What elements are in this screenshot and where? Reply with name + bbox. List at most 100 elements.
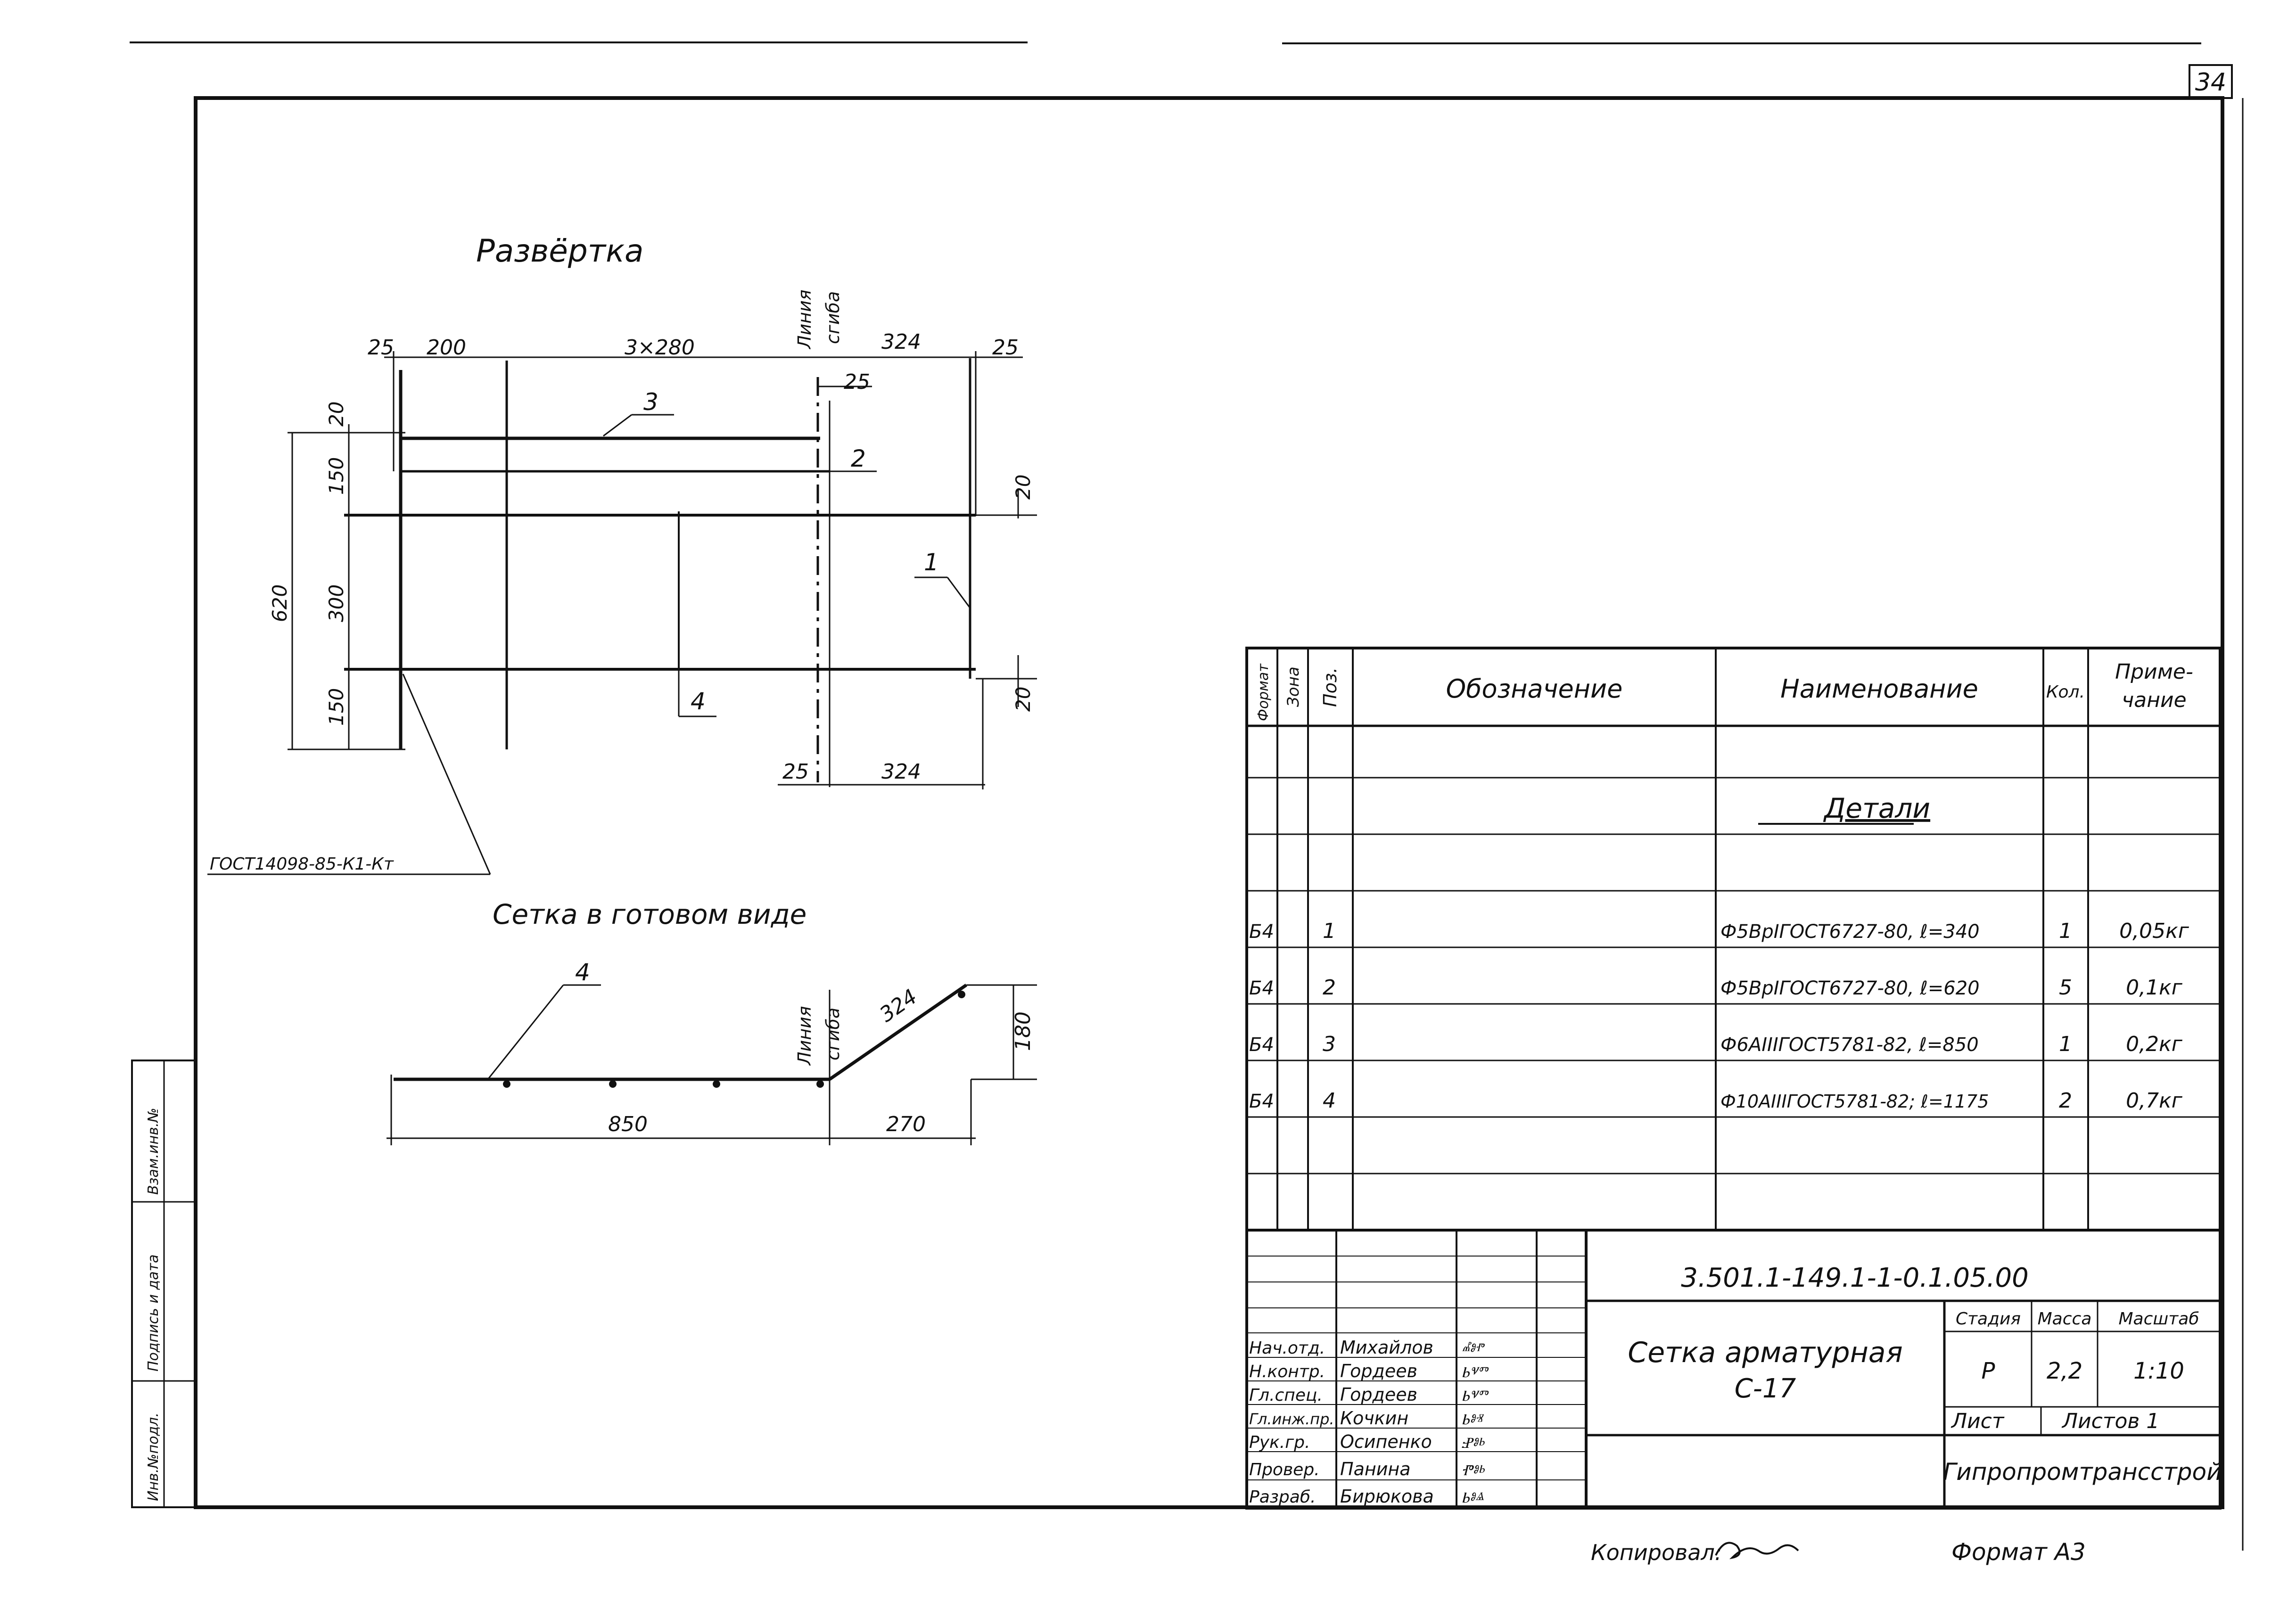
row-2-pos: 2 bbox=[1323, 976, 1336, 1000]
stage-label: Стадия bbox=[1956, 1309, 2021, 1329]
row-1-pos: 1 bbox=[1323, 919, 1336, 943]
header-note-2: чание bbox=[2122, 688, 2186, 712]
scale-label: Масштаб bbox=[2118, 1309, 2199, 1329]
row-2-format: Б4 bbox=[1249, 978, 1274, 999]
dim-25-bend: 25 bbox=[844, 370, 870, 394]
sheet-label: Лист bbox=[1950, 1409, 2005, 1433]
product-name-line-2: С-17 bbox=[1735, 1373, 1796, 1404]
dim-25-right: 25 bbox=[992, 336, 1019, 360]
staff-signature: Ⱀⱁⱃ bbox=[1461, 1434, 1485, 1452]
header-designation: Обозначение bbox=[1446, 674, 1623, 704]
title-block bbox=[1245, 1229, 2222, 1510]
left-dimensions bbox=[288, 424, 405, 750]
format-label: Формат А3 bbox=[1951, 1538, 2086, 1566]
staff-role: Гл.спец. bbox=[1249, 1386, 1323, 1405]
pos-1: 1 bbox=[924, 549, 939, 576]
staff-role: Гл.инж.пр. bbox=[1249, 1410, 1334, 1428]
dim-270: 270 bbox=[886, 1112, 926, 1136]
dim-bottom-25: 25 bbox=[782, 760, 809, 784]
row-2-qty: 5 bbox=[2059, 976, 2072, 1000]
staff-name: Осипенко bbox=[1340, 1431, 1432, 1452]
row-3-qty: 1 bbox=[2059, 1032, 2072, 1056]
frame-border bbox=[194, 96, 2224, 1509]
finished-bend-label-1: Линия bbox=[794, 1006, 815, 1066]
page-number-box bbox=[2189, 64, 2233, 99]
finished-pos-4: 4 bbox=[575, 959, 590, 986]
row-4-name: Ф10АIIIГОСТ5781-82; ℓ=1175 bbox=[1720, 1091, 1989, 1112]
unfolding-drawing: Развёртка 25 200 3×280 324 25 25 bbox=[207, 233, 1037, 875]
staff-name: Кочкин bbox=[1340, 1408, 1408, 1429]
dim-180: 180 bbox=[1011, 1011, 1035, 1051]
staff-name: Гордеев bbox=[1340, 1384, 1417, 1405]
mass-value: 2,2 bbox=[2047, 1358, 2082, 1384]
dim-25-left: 25 bbox=[368, 336, 394, 360]
copied-signature bbox=[1715, 1542, 1799, 1560]
dim-left-150-top: 150 bbox=[325, 457, 348, 495]
row-4-note: 0,7кг bbox=[2126, 1089, 2183, 1113]
strip-label-signature: Подпись и дата bbox=[145, 1255, 162, 1372]
staff-name: Панина bbox=[1340, 1459, 1411, 1479]
header-name: Наименование bbox=[1780, 674, 1978, 704]
dim-left-620: 620 bbox=[268, 584, 291, 622]
sheets-label: Листов 1 bbox=[2061, 1409, 2159, 1433]
dim-left-20: 20 bbox=[325, 402, 348, 427]
header-qty: Кол. bbox=[2046, 682, 2085, 702]
left-strip: Взам.инв.№ Подпись и дата Инв.№подл. bbox=[131, 1060, 197, 1508]
row-1-note: 0,05кг bbox=[2119, 919, 2189, 943]
staff-name: Бирюкова bbox=[1340, 1486, 1434, 1507]
staff-role: Нач.отд. bbox=[1249, 1339, 1325, 1358]
weld-dot bbox=[713, 1080, 720, 1088]
row-4-pos: 4 bbox=[1323, 1089, 1336, 1113]
staff-signature: Ⱃⱌⱅ bbox=[1461, 1363, 1489, 1381]
staff-role: Н.контр. bbox=[1249, 1362, 1325, 1381]
dim-left-150-bottom: 150 bbox=[325, 688, 348, 726]
row-3-note: 0,2кг bbox=[2126, 1032, 2183, 1056]
organization-name: Гипропромтрансстрой bbox=[1943, 1458, 2222, 1486]
bottom-dimensions bbox=[778, 679, 985, 789]
weld-dot bbox=[609, 1080, 617, 1088]
staff-name: Гордеев bbox=[1340, 1361, 1417, 1381]
row-1-format: Б4 bbox=[1249, 921, 1274, 943]
dim-324-top: 324 bbox=[881, 330, 921, 354]
staff-signature: Ⱃⱁⱐ bbox=[1461, 1410, 1484, 1428]
header-note-1: Приме- bbox=[2115, 660, 2193, 684]
staff-signature: ⰼⱁⱂ bbox=[1461, 1339, 1485, 1357]
staff-signature: Ⱃⱌⱅ bbox=[1461, 1387, 1489, 1405]
dim-right-20-top: 20 bbox=[1012, 475, 1035, 500]
weld-dot bbox=[816, 1080, 824, 1088]
staff-role: Провер. bbox=[1249, 1460, 1320, 1479]
row-3-format: Б4 bbox=[1249, 1034, 1274, 1056]
pos-4: 4 bbox=[691, 688, 706, 715]
strip-label-replace: Взам.инв.№ bbox=[145, 1108, 162, 1195]
stage-value: Р bbox=[1982, 1358, 1995, 1384]
row-1-qty: 1 bbox=[2059, 919, 2072, 943]
weld-note: ГОСТ14098-85-К1-Кт bbox=[210, 854, 394, 874]
weld-dot bbox=[958, 991, 965, 998]
row-2-name: Ф5ВрIГОСТ6727-80, ℓ=620 bbox=[1720, 978, 1980, 999]
bend-line-label-1: Линия bbox=[794, 289, 815, 350]
pos-3: 3 bbox=[643, 388, 658, 416]
strip-label-inventory: Инв.№подл. bbox=[145, 1413, 162, 1501]
dim-left-300: 300 bbox=[325, 584, 348, 622]
staff-role: Рук.гр. bbox=[1249, 1433, 1310, 1452]
row-3-pos: 3 bbox=[1323, 1032, 1336, 1056]
row-4-format: Б4 bbox=[1249, 1091, 1274, 1112]
position-leaders bbox=[207, 414, 971, 875]
staff-signature: Ⱂⱁⱃ bbox=[1461, 1461, 1485, 1479]
row-4-qty: 2 bbox=[2059, 1089, 2072, 1113]
header-format: Формат bbox=[1255, 663, 1272, 721]
weld-dot bbox=[503, 1080, 510, 1088]
dim-850: 850 bbox=[608, 1112, 648, 1136]
copied-label: Копировал: bbox=[1591, 1540, 1722, 1565]
product-name-line-1: Сетка арматурная bbox=[1628, 1336, 1902, 1369]
staff-role: Разраб. bbox=[1249, 1487, 1316, 1507]
header-pos: Поз. bbox=[1320, 667, 1341, 707]
section-title-details: Детали bbox=[1823, 792, 1930, 824]
row-2-note: 0,1кг bbox=[2126, 976, 2183, 1000]
finished-mesh-drawing: Сетка в готовом виде 4 Линия сгиба 324 1… bbox=[387, 898, 1037, 1145]
finished-bend-label-2: сгиба bbox=[823, 1008, 843, 1060]
row-1-name: Ф5ВрIГОСТ6727-80, ℓ=340 bbox=[1720, 921, 1980, 943]
top-dimensions bbox=[384, 351, 1023, 516]
right-dimensions bbox=[976, 490, 1037, 707]
